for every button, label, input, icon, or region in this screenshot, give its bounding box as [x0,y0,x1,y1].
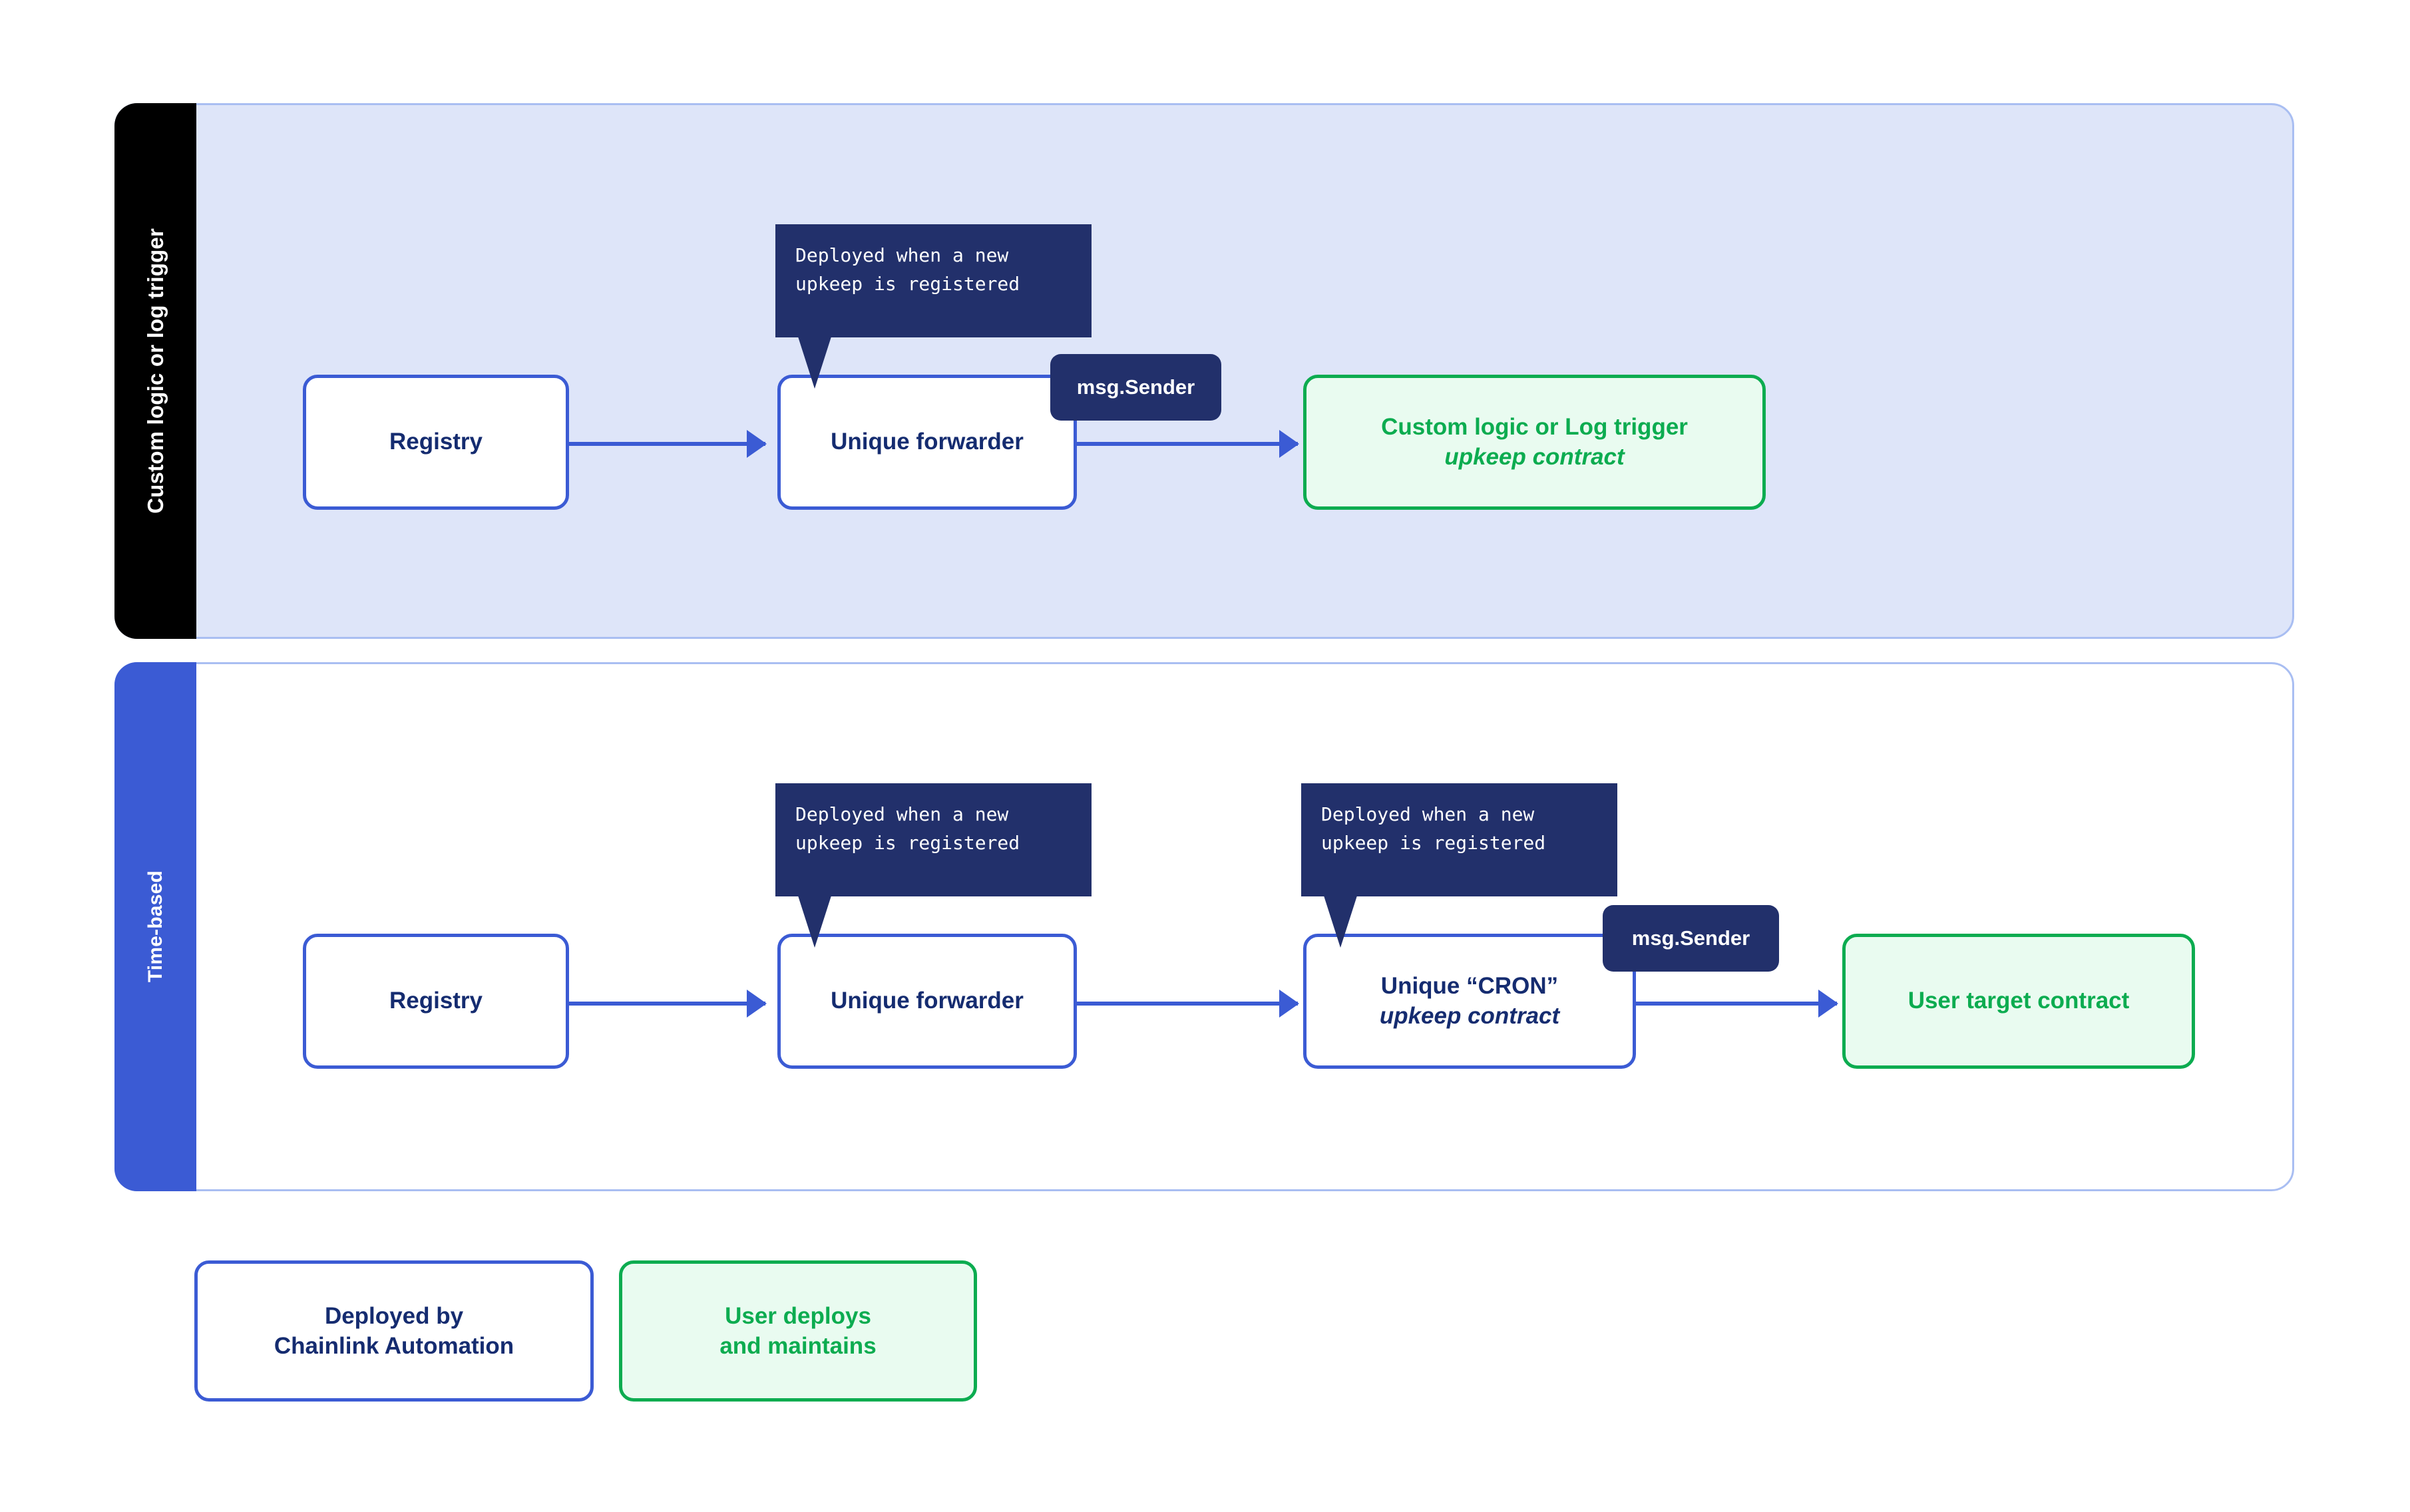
callout-text: Deployed when a new upkeep is registered [795,803,1020,854]
node-user-target-contract-row2[interactable]: User target contract [1842,934,2195,1069]
arrow-head-icon [1279,990,1299,1018]
callout-tail-icon [798,337,831,389]
node-label-line1: Unique “CRON” [1380,972,1559,999]
node-custom-logic-upkeep-contract-row1[interactable]: Custom logic or Log trigger upkeep contr… [1303,375,1766,510]
arrow-forwarder-to-cron-row2 [1075,990,1299,1018]
callout-deployed-when-registered-row2-cron: Deployed when a new upkeep is registered [1301,783,1617,948]
legend-label-line2: Chainlink Automation [274,1333,514,1359]
legend-label-line1: User deploys [725,1302,871,1329]
callout-text: Deployed when a new upkeep is registered [795,244,1020,295]
node-label: Unique forwarder [831,429,1024,455]
legend-label-line1: Deployed by [324,1302,464,1329]
arrow-registry-to-forwarder-row1 [403,430,767,458]
arrow-cron-to-user-target-row2 [1634,990,1838,1018]
callout-tail-icon [798,896,831,948]
callout-deployed-when-registered-row1: Deployed when a new upkeep is registered [775,224,1092,389]
arrow-head-icon [1818,990,1838,1018]
panel-time-based [114,662,2294,1191]
node-registry-row2[interactable]: Registry [303,934,569,1069]
legend-deployed-by-chainlink-automation: Deployed by Chainlink Automation [194,1260,594,1402]
arrow-head-icon [747,990,767,1018]
badge-label: msg.Sender [1076,375,1195,399]
badge-msg-sender-row2: msg.Sender [1603,905,1779,972]
band-label-time-based: Time-based [144,870,166,983]
arrow-head-icon [747,430,767,458]
node-cron-upkeep-contract-row2[interactable]: Unique “CRON” upkeep contract [1303,934,1636,1069]
band-custom-logic-or-log-trigger: Custom logic or log trigger [114,103,196,639]
badge-label: msg.Sender [1631,926,1750,950]
node-label-line2: upkeep contract [1379,1002,1560,1029]
node-label: Registry [389,988,483,1014]
node-registry-row1[interactable]: Registry [303,375,569,510]
node-unique-forwarder-row1[interactable]: Unique forwarder [777,375,1077,510]
callout-text: Deployed when a new upkeep is registered [1321,803,1546,854]
badge-msg-sender-row1: msg.Sender [1050,354,1221,421]
arrow-registry-to-forwarder-row2 [403,990,767,1018]
node-unique-forwarder-row2[interactable]: Unique forwarder [777,934,1077,1069]
callout-tail-icon [1324,896,1357,948]
node-label: Registry [389,429,483,455]
arrow-forwarder-to-upkeep-row1 [1075,430,1299,458]
legend-label-line2: and maintains [719,1333,877,1359]
band-label-custom-logic-or-log-trigger: Custom logic or log trigger [142,228,168,514]
node-label: Unique forwarder [831,988,1024,1014]
callout-deployed-when-registered-row2-forwarder: Deployed when a new upkeep is registered [775,783,1092,948]
band-time-based: Time-based [114,662,196,1191]
node-label-line2: upkeep contract [1444,443,1625,470]
node-label: User target contract [1908,988,2130,1014]
node-label-line1: Custom logic or Log trigger [1381,413,1688,440]
arrow-head-icon [1279,430,1299,458]
legend-user-deploys-and-maintains: User deploys and maintains [619,1260,977,1402]
